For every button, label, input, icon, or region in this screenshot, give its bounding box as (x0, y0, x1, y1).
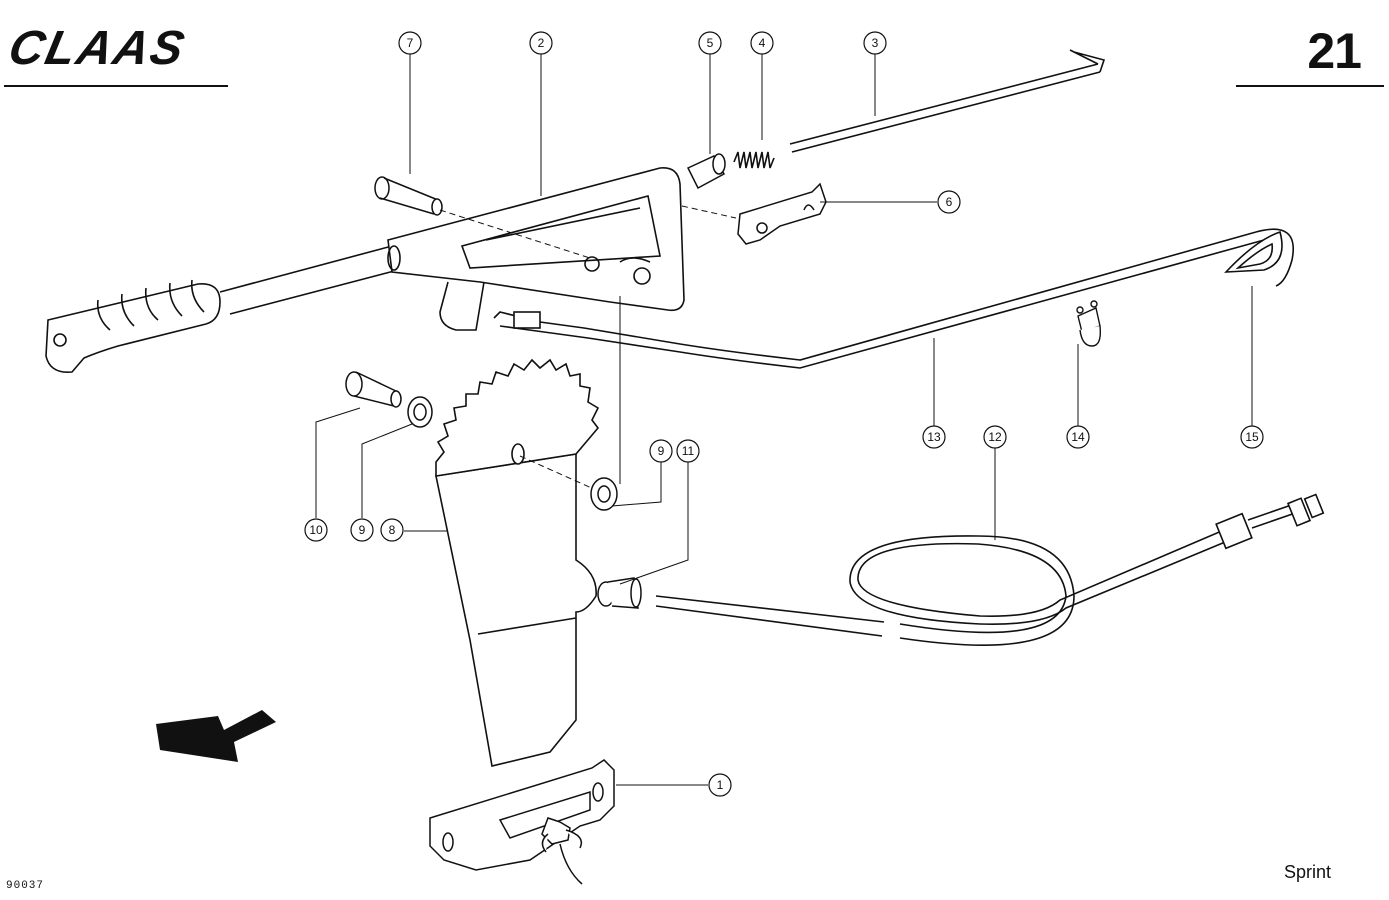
svg-text:2: 2 (538, 36, 545, 50)
svg-text:9: 9 (359, 523, 366, 537)
callout-11: 11 (676, 439, 700, 463)
svg-text:15: 15 (1245, 430, 1259, 444)
sleeve-5 (686, 153, 726, 190)
svg-text:3: 3 (872, 36, 879, 50)
callout-7: 7 (398, 31, 422, 55)
svg-text:10: 10 (309, 523, 323, 537)
svg-text:CLAAS: CLAAS (4, 21, 191, 74)
toothed-quadrant-8 (435, 358, 600, 767)
bracket-6 (737, 182, 827, 245)
cable-13 (493, 228, 1294, 369)
callout-3: 3 (863, 31, 887, 55)
callout-9-left: 9 (350, 518, 374, 542)
direction-arrow (156, 710, 276, 762)
brand-logo: CLAAS (4, 21, 228, 87)
callout-12: 12 (983, 425, 1007, 449)
mounting-bracket-1 (429, 759, 615, 885)
bushing-11 (597, 577, 642, 609)
model-label: Sprint (1284, 862, 1332, 882)
callout-8: 8 (380, 518, 404, 542)
hand-brake-lever (45, 167, 685, 373)
callout-14: 14 (1066, 425, 1090, 449)
svg-text:8: 8 (389, 523, 396, 537)
callout-4: 4 (750, 31, 774, 55)
callout-10: 10 (304, 518, 328, 542)
callout-5: 5 (698, 31, 722, 55)
svg-text:4: 4 (759, 36, 766, 50)
svg-text:7: 7 (407, 36, 414, 50)
thimble-15 (1224, 230, 1283, 273)
bolt-7 (374, 176, 443, 216)
svg-text:13: 13 (927, 430, 941, 444)
washer-9b (590, 477, 618, 511)
svg-text:14: 14 (1071, 430, 1085, 444)
svg-text:11: 11 (682, 444, 695, 458)
svg-text:9: 9 (658, 444, 665, 458)
callout-2: 2 (529, 31, 553, 55)
svg-text:5: 5 (707, 36, 714, 50)
washer-9a (407, 396, 433, 428)
bowden-cable-12 (655, 493, 1325, 646)
callout-1: 1 (708, 773, 732, 797)
callout-15: 15 (1240, 425, 1264, 449)
pin-10 (345, 371, 402, 408)
callout-9-right: 9 (649, 439, 673, 463)
rod-3 (789, 49, 1106, 153)
drawing-number: 90037 (6, 880, 45, 892)
svg-text:12: 12 (988, 430, 1002, 444)
spring-4 (733, 151, 775, 169)
svg-text:6: 6 (946, 195, 953, 209)
page-number: 21 (1307, 23, 1362, 79)
callout-13: 13 (922, 425, 946, 449)
callout-6: 6 (937, 190, 961, 214)
rope-clip-14 (1076, 300, 1102, 347)
svg-text:1: 1 (717, 778, 724, 792)
